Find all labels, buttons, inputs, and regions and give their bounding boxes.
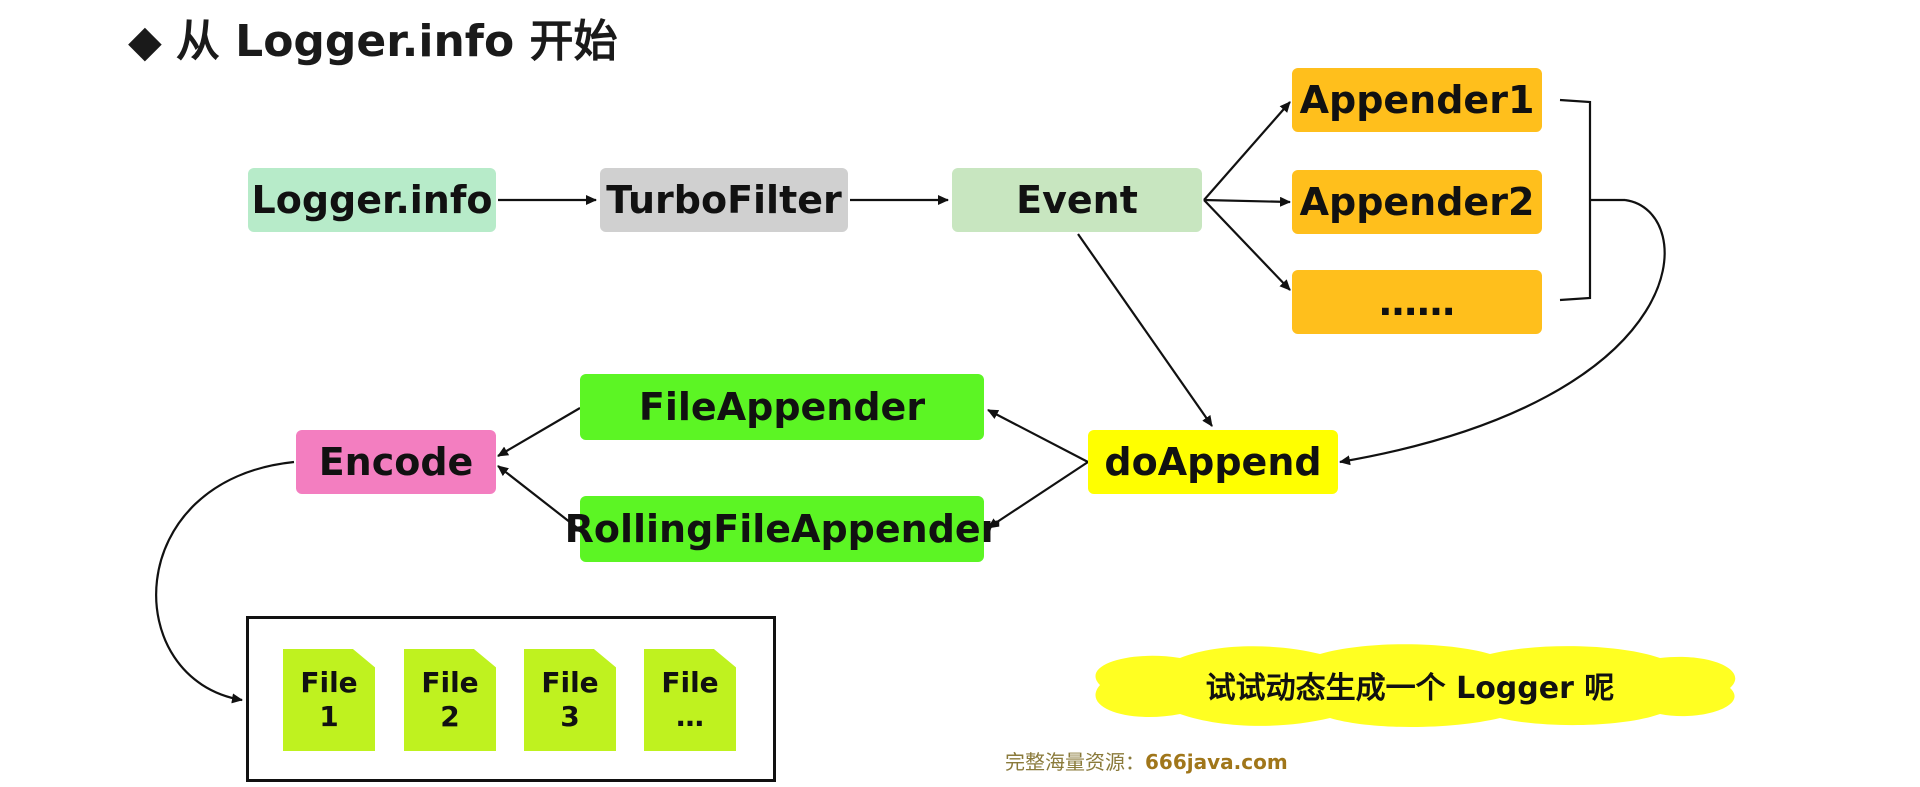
file-label: File — [541, 666, 599, 699]
node-rolling-file-appender: RollingFileAppender — [565, 496, 999, 562]
file-icon: File … — [644, 649, 736, 751]
node-appender2: Appender2 — [1292, 170, 1542, 234]
note-text: 试试动态生成一个 Logger 呢 — [1205, 671, 1615, 706]
file-number: … — [676, 700, 704, 733]
node-event: Event — [952, 168, 1202, 232]
file-label: File — [661, 666, 719, 699]
arrow-rolling-to-encode — [497, 465, 581, 531]
file-icon: File 2 — [404, 649, 496, 751]
node-logger-info: Logger.info — [248, 168, 496, 232]
node-appender1: Appender1 — [1292, 68, 1542, 132]
watermark-label: 完整海量资源： — [1005, 750, 1145, 774]
watermark-site: 666java.com — [1145, 750, 1288, 774]
arrow-doappend-to-rolling — [987, 461, 1089, 529]
file-label: File — [300, 666, 358, 699]
arrow-event-to-appender-more — [1203, 199, 1291, 291]
appenders-bracket — [1559, 98, 1625, 302]
file-number: 2 — [440, 700, 460, 733]
page-title: ◆ 从 Logger.info 开始 — [128, 10, 618, 74]
file-icon: File 3 — [524, 649, 616, 751]
node-encode: Encode — [296, 430, 496, 494]
files-container: File 1 File 2 File 3 File … — [246, 616, 776, 782]
file-label: File — [421, 666, 479, 699]
arrow-event-to-appender1 — [1203, 101, 1291, 201]
arrow-bracket-to-doappend — [1339, 198, 1666, 466]
diamond-bullet-icon: ◆ — [128, 16, 162, 67]
arrow-encode-to-files — [155, 460, 295, 704]
arrow-doappend-to-fileappender — [987, 409, 1089, 463]
node-file-appender: FileAppender — [580, 374, 984, 440]
file-number: 3 — [560, 700, 580, 733]
node-turbo-filter: TurboFilter — [600, 168, 848, 232]
arrow-event-to-appender2 — [1203, 196, 1291, 207]
node-do-append: doAppend — [1088, 430, 1338, 494]
arrow-fileappender-to-encode — [497, 407, 581, 457]
file-number: 1 — [319, 700, 339, 733]
node-appender-more: …… — [1292, 270, 1542, 334]
note-cloud: 试试动态生成一个 Logger 呢 — [1070, 640, 1750, 730]
file-icon: File 1 — [283, 649, 375, 751]
cloud-shape — [1095, 644, 1736, 727]
arrow-event-to-doappend — [1077, 233, 1213, 427]
page-title-text: 从 Logger.info 开始 — [175, 16, 618, 67]
watermark: 完整海量资源：666java.com — [1005, 746, 1288, 775]
